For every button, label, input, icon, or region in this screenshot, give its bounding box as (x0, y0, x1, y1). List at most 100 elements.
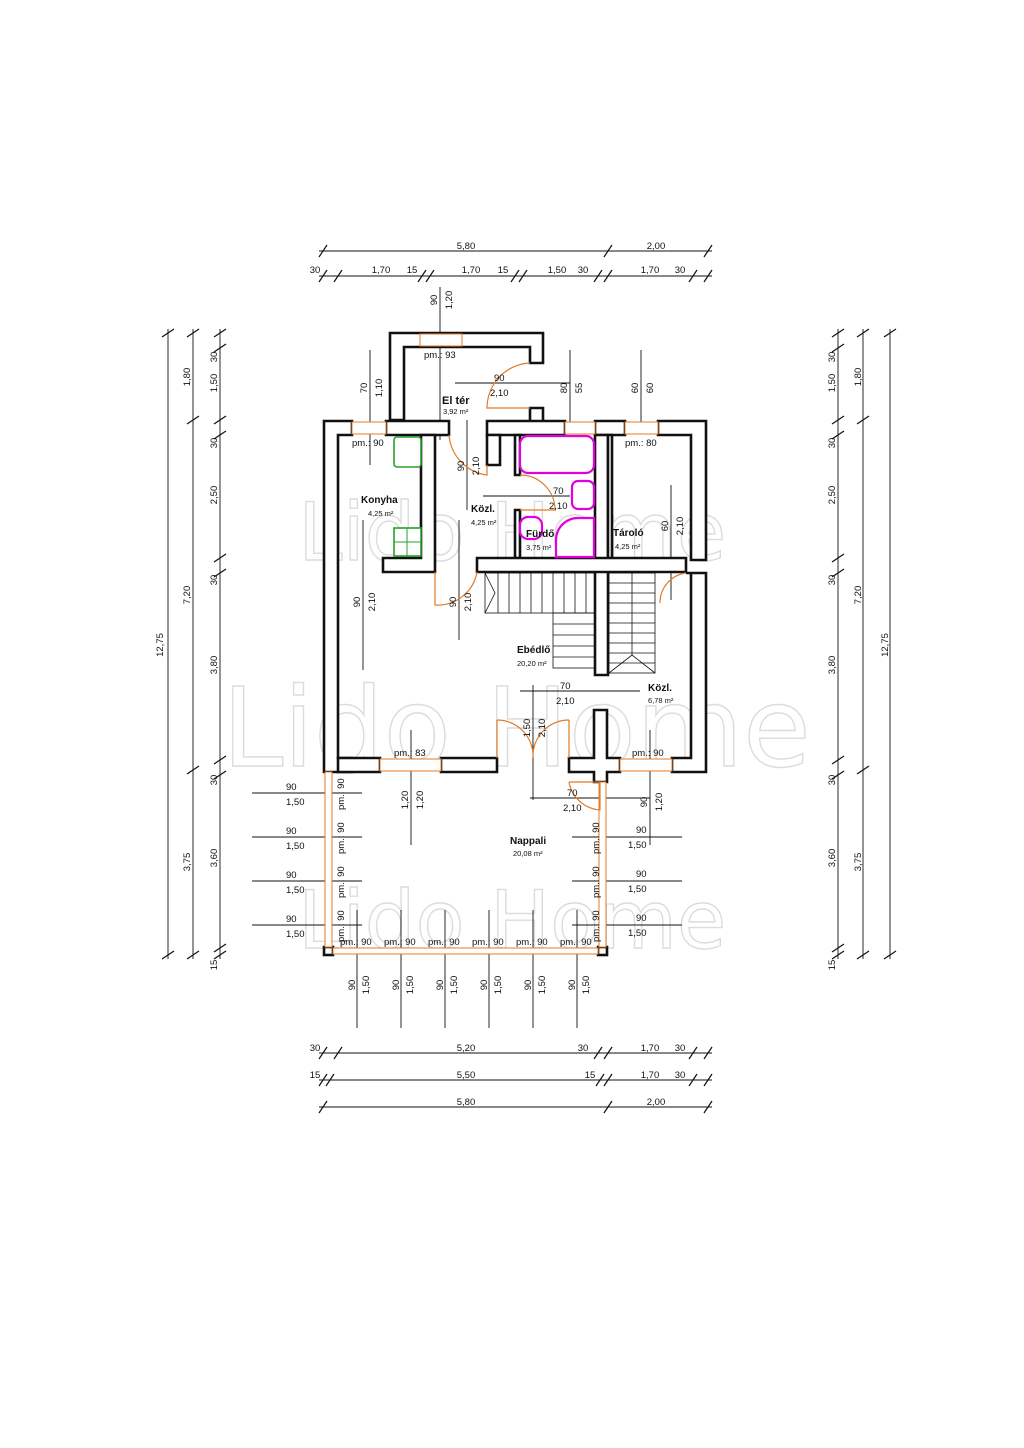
dimension-tick (595, 1073, 605, 1087)
room-name: Fürdő (526, 529, 554, 540)
dimension-tick (325, 1073, 335, 1087)
dimension-tick (213, 343, 227, 353)
dimension-tick (213, 943, 227, 953)
dimension-label: 1,70 (462, 265, 481, 276)
dimension-label: 60 (645, 383, 656, 394)
dimension-label: 30 (827, 775, 838, 786)
dimension-tick (856, 765, 870, 775)
dimension-tick (186, 950, 200, 960)
dimension-label: 30 (578, 265, 589, 276)
dimension-tick (213, 328, 227, 338)
dimension-label: 30 (578, 1043, 589, 1054)
dimension-label: 12,75 (880, 633, 891, 657)
dimension-label: 90 (479, 980, 490, 991)
room-name: Nappali (510, 836, 546, 847)
room-labels: El tér 3,92 m² Konyha 4,25 m² Közl. 4,25… (361, 395, 674, 858)
dimension-label: 90 (391, 980, 402, 991)
shower-icon (554, 516, 596, 559)
dimension-label: 30 (675, 1070, 686, 1081)
dimension-tick (688, 1073, 698, 1087)
dimension-label: 5,20 (457, 1043, 476, 1054)
dimension-tick (318, 1046, 328, 1060)
room-name: Közl. (648, 683, 672, 694)
dimension-label: 1,20 (400, 791, 411, 810)
dimension-label: 90 (347, 980, 358, 991)
dimension-tick (510, 269, 520, 283)
window-label: pm.: 90 (340, 937, 372, 948)
dimension-label: 3,75 (182, 853, 193, 872)
room-area: 4,25 m² (615, 542, 641, 551)
dimension-tick (603, 269, 613, 283)
room-area: 4,25 m² (368, 509, 394, 518)
watermark: Lido Home Lido Home Lido Home (221, 485, 811, 967)
dimension-tick (333, 269, 343, 283)
room-area: 6,78 m² (648, 696, 674, 705)
dimension-label: 1,50 (405, 976, 416, 995)
dimension-label: 1,70 (641, 1070, 660, 1081)
dimension-tick (603, 1100, 613, 1114)
window-labels: pm.: 93 pm.: 90 pm.: 80 pm.: 83 pm.: 90 … (336, 350, 664, 948)
dimension-label: 1,50 (628, 928, 647, 939)
dimension-tick (593, 1046, 603, 1060)
dimension-label: 2,00 (647, 1097, 666, 1108)
dimension-lines (161, 244, 897, 1114)
dimension-label: 90 (286, 826, 297, 837)
dimension-label: 30 (827, 438, 838, 449)
dimension-label: 3,60 (209, 849, 220, 868)
room-area: 3,92 m² (443, 407, 469, 416)
dimension-label: 3,80 (209, 656, 220, 675)
room-name: Konyha (361, 495, 398, 506)
dimension-label: 70 (560, 681, 571, 692)
dimension-tick (213, 568, 227, 578)
dimension-tick (213, 770, 227, 780)
dimension-label: 3,75 (853, 853, 864, 872)
staircase (484, 572, 656, 674)
dimension-tick (831, 943, 845, 953)
window-label: pm.: 80 (625, 438, 657, 449)
dimension-tick (318, 1073, 328, 1087)
dimension-tick (161, 950, 175, 960)
window-label: pm.: 90 (428, 937, 460, 948)
dimension-label: 2,10 (463, 593, 474, 612)
window-label: pm.: 90 (632, 748, 664, 759)
dimension-label: 2,10 (563, 803, 582, 814)
room-name: Közl. (471, 504, 495, 515)
dimension-label: 60 (630, 383, 641, 394)
dimension-label: 90 (456, 461, 467, 472)
dimension-tick (856, 415, 870, 425)
dimension-tick (831, 950, 845, 960)
dimension-tick (318, 244, 328, 258)
dimension-label: 55 (574, 383, 585, 394)
room-area: 20,08 m² (513, 849, 543, 858)
dimension-label: 90 (636, 869, 647, 880)
window-label: pm.: 90 (336, 910, 347, 942)
dimension-label: 70 (359, 383, 370, 394)
dimension-label: 1,50 (493, 976, 504, 995)
dimension-tick (186, 415, 200, 425)
dimension-label: 15 (498, 265, 509, 276)
dimension-label: 70 (553, 486, 564, 497)
toilet-icon (518, 515, 544, 541)
dimension-label: 1,50 (449, 976, 460, 995)
kitchen-fixtures (393, 436, 422, 557)
dimension-label: 1,50 (548, 265, 567, 276)
dimension-label: 1,50 (537, 976, 548, 995)
dimension-label: 2,10 (471, 457, 482, 476)
dimension-tick (161, 328, 175, 338)
dimension-label: 2,50 (827, 486, 838, 505)
dimension-tick (603, 1046, 613, 1060)
dimension-label: 1,70 (372, 265, 391, 276)
dimension-label: 90 (286, 870, 297, 881)
bathtub-icon (518, 434, 596, 475)
dimension-tick (593, 269, 603, 283)
dimension-label: 90 (286, 914, 297, 925)
dimension-label: 1,20 (654, 793, 665, 812)
dimension-label: 30 (310, 1043, 321, 1054)
dimension-label: 90 (435, 980, 446, 991)
dimension-label: 2,00 (647, 241, 666, 252)
dimension-label: 2,10 (490, 388, 509, 399)
room-name: Tároló (613, 528, 644, 539)
dimension-tick (831, 770, 845, 780)
